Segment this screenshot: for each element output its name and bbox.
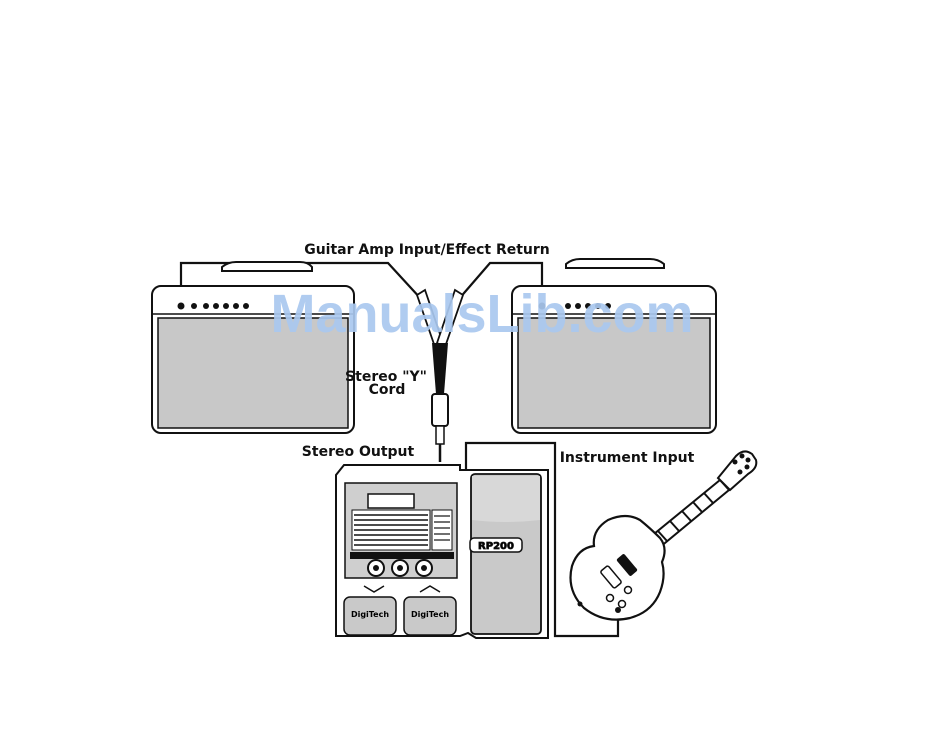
pedal-knobs (368, 560, 432, 576)
multi-effects-pedal: DigiTech DigiTech RP200 (336, 465, 548, 638)
instrument-input-label: Instrument Input (560, 450, 695, 466)
footswitch-right-brand: DigiTech (411, 610, 449, 619)
electric-guitar (571, 451, 757, 619)
guitar-headstock (718, 451, 756, 490)
pedal-model: RP200 (478, 541, 514, 552)
stereo-output-label: Stereo Output (302, 444, 415, 460)
matrix-rows (354, 515, 428, 545)
y-cord-label-line2: Cord (369, 382, 406, 398)
footswitch-left-brand: DigiTech (351, 610, 389, 619)
amp-input-label: Guitar Amp Input/Effect Return (304, 242, 550, 258)
y-cord-plug (432, 394, 448, 426)
guitar-output-jack (615, 607, 621, 613)
guitar-body (571, 516, 665, 620)
pedal-display (368, 494, 414, 508)
watermark: ManualsLib.com (270, 284, 693, 344)
